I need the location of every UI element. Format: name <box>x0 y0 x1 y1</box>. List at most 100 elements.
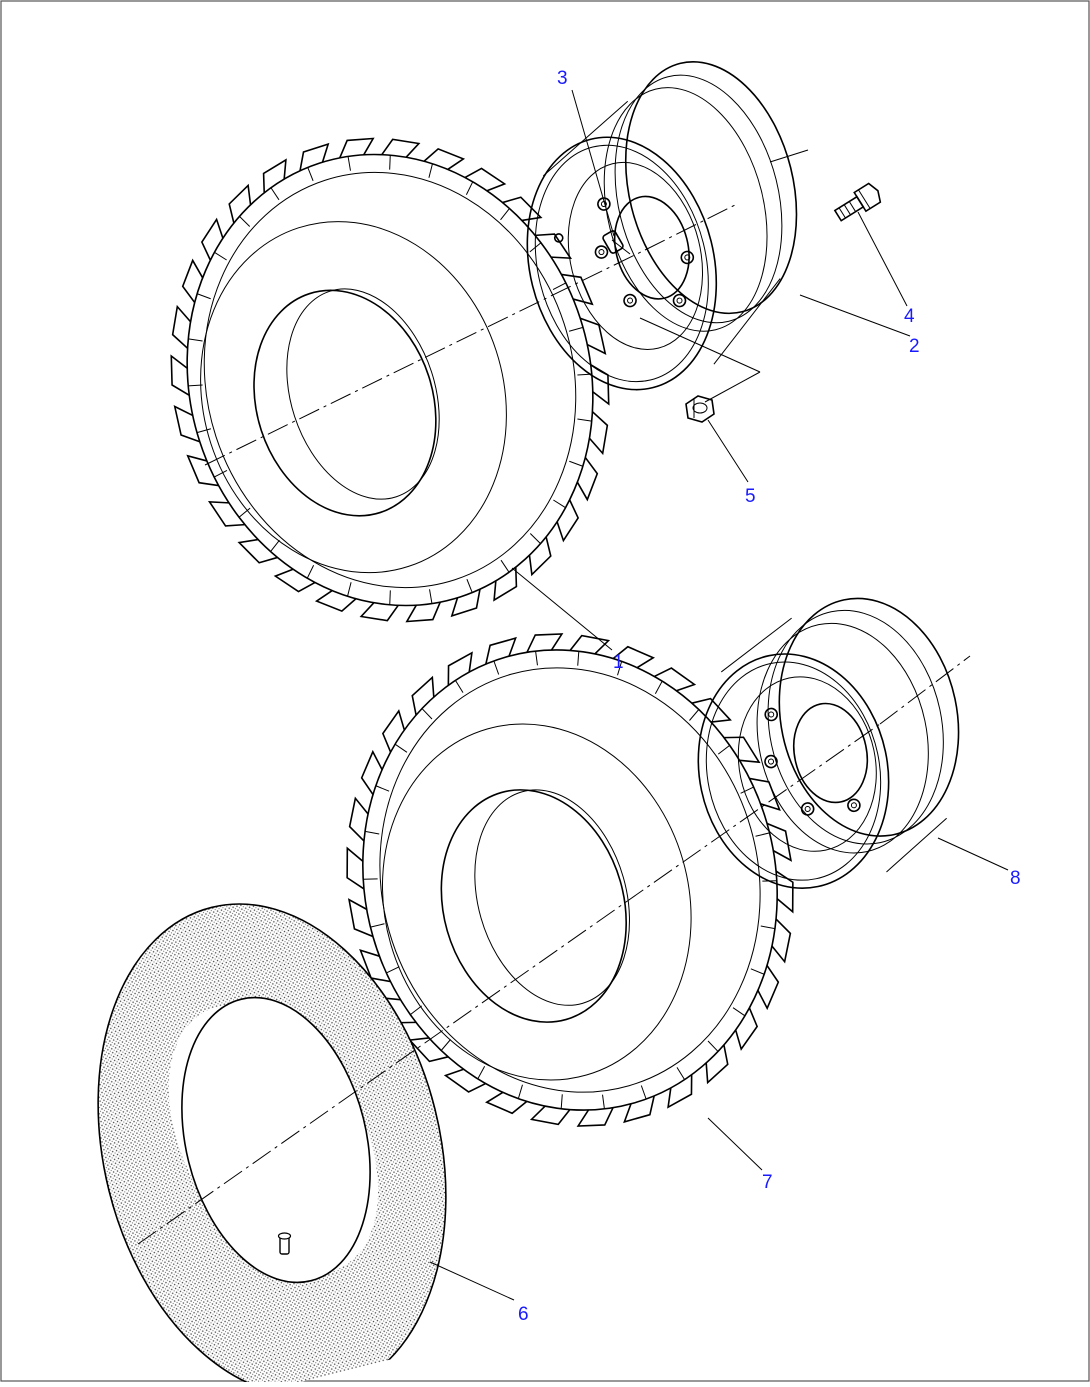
tread-lug <box>724 736 761 764</box>
tread-groove <box>477 1066 486 1080</box>
tread-lug <box>411 675 435 716</box>
wheel-bolt <box>833 182 882 222</box>
callout-7: 7 <box>762 1172 773 1193</box>
tread-lug <box>173 405 201 443</box>
tread-lug <box>347 898 374 938</box>
tread-groove <box>689 709 700 721</box>
tread-lug <box>705 1044 729 1085</box>
tread-groove <box>394 743 408 753</box>
tread-groove <box>517 1084 523 1099</box>
tread-groove <box>640 1085 647 1100</box>
wheel-rim-upper <box>526 61 798 391</box>
tread-lug <box>273 568 316 593</box>
tread-groove <box>577 418 592 422</box>
tread-groove <box>466 578 473 593</box>
tread-lug <box>576 1107 614 1127</box>
tread-groove <box>560 1094 563 1109</box>
tread-lug <box>561 273 594 306</box>
tread-lug <box>186 454 219 487</box>
tread-lug <box>299 142 330 171</box>
tread-lug <box>314 589 357 613</box>
tread-lug <box>359 602 399 622</box>
tread-groove <box>375 785 390 792</box>
tread-groove <box>654 680 663 694</box>
wheel-nut <box>685 395 715 423</box>
inner-tube <box>97 903 447 1387</box>
tread-lug <box>576 456 599 502</box>
tread-lug <box>346 846 365 890</box>
tread-lug <box>588 411 609 456</box>
tread-lug <box>526 633 564 653</box>
tread-groove <box>707 1040 719 1052</box>
wheel-rim-lower <box>697 597 960 889</box>
tread-groove <box>188 384 203 387</box>
tread-lug <box>757 964 780 1011</box>
tread-lug <box>359 949 391 983</box>
tread-lug <box>450 589 481 618</box>
tread-groove <box>529 533 541 544</box>
tread-groove <box>535 651 538 666</box>
tread-lug <box>170 354 190 397</box>
tread-groove <box>429 589 433 604</box>
tread-lug <box>381 709 406 753</box>
tread-groove <box>239 216 251 227</box>
tread-groove <box>762 880 777 882</box>
tread-lug <box>360 749 383 796</box>
tread-lug <box>348 796 369 842</box>
tread-lug <box>485 1091 528 1115</box>
tread-lug <box>237 538 278 564</box>
tread-lug <box>775 870 794 914</box>
tread-groove <box>676 1067 685 1080</box>
tread-groove <box>455 680 464 693</box>
tread-lug <box>200 217 224 261</box>
leader-lines <box>429 89 1009 1301</box>
tread-groove <box>389 155 391 170</box>
tread-lug <box>556 499 580 543</box>
tread-lug <box>654 667 697 692</box>
tire-lower <box>346 633 794 1127</box>
tread-groove <box>465 181 474 195</box>
tread-groove <box>410 1005 423 1016</box>
callout-8: 8 <box>1010 868 1021 889</box>
tread-lug <box>405 601 441 623</box>
tread-lug <box>749 777 781 811</box>
center-axis-upper <box>204 204 736 466</box>
tread-groove <box>577 651 580 666</box>
tread-lug <box>181 258 204 304</box>
tread-lug <box>381 138 421 158</box>
tread-groove <box>347 156 351 171</box>
tread-groove <box>213 469 228 478</box>
tread-groove <box>214 251 227 261</box>
tread-groove <box>617 661 623 676</box>
tread-lug <box>667 1074 693 1109</box>
callout-1: 1 <box>613 652 624 673</box>
tread-groove <box>270 187 280 201</box>
tread-groove <box>500 208 510 221</box>
tread-groove <box>306 565 315 579</box>
tread-lug <box>423 147 466 171</box>
tread-lug <box>339 137 375 159</box>
tread-lug <box>771 918 792 964</box>
tread-lug <box>464 167 507 192</box>
tread-lug <box>612 645 655 669</box>
tread-groove <box>197 293 211 300</box>
callout-6: 6 <box>518 1304 529 1325</box>
tread-groove <box>569 460 583 467</box>
tread-groove <box>760 925 776 930</box>
tread-groove <box>440 1039 451 1051</box>
callout-4: 4 <box>904 306 915 327</box>
tread-groove <box>238 507 251 518</box>
tread-groove <box>602 1094 605 1109</box>
tread-lug <box>485 636 517 665</box>
tread-groove <box>553 499 566 509</box>
tread-groove <box>732 1007 746 1017</box>
tread-lug <box>590 363 610 406</box>
tread-lug <box>529 1105 571 1126</box>
tire-upper <box>170 137 610 623</box>
tread-groove <box>389 590 391 605</box>
callout-5: 5 <box>745 486 756 507</box>
tread-lug <box>734 1007 759 1051</box>
